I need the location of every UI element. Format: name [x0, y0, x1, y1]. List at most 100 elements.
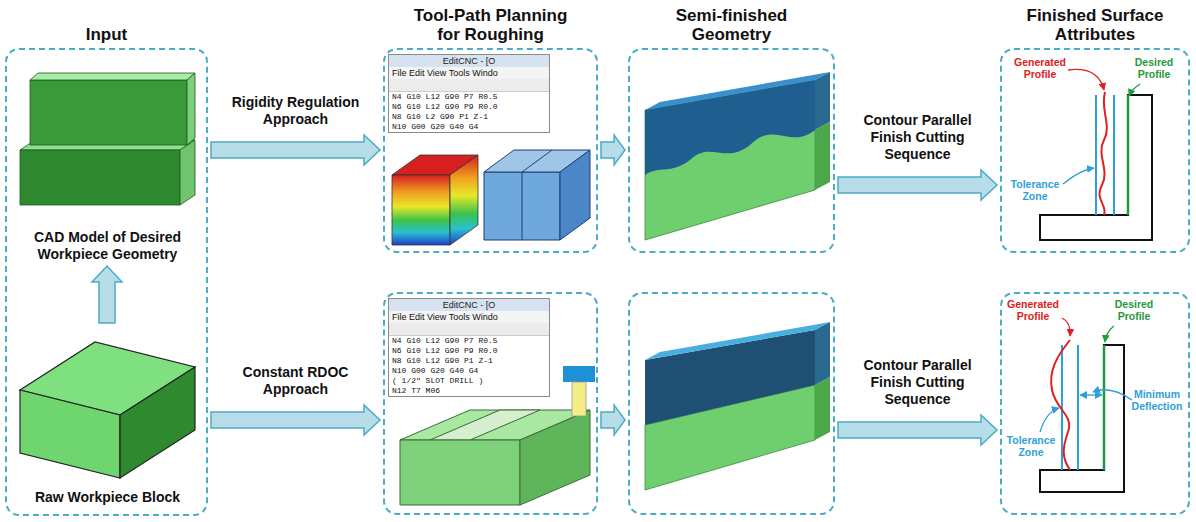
base-side — [180, 140, 195, 205]
dashed-group-box: InputCAD Model of Desired Workpiece Geom… — [5, 48, 208, 516]
leader-arrow — [1093, 390, 1132, 400]
profile-bottom — [1040, 318, 1132, 492]
block-arrow — [838, 170, 997, 200]
tolerance-line — [1077, 345, 1079, 470]
code-line: N10 G00 G20 G40 G4 — [389, 122, 549, 132]
deflection-arrow — [1080, 394, 1102, 395]
slab-end-upper — [815, 72, 830, 130]
slot-side — [520, 410, 590, 505]
desired-line — [1127, 95, 1130, 215]
column-heading: Tool-Path Planning for Roughing — [403, 6, 578, 44]
wall-side — [187, 73, 195, 145]
desired-line — [1103, 345, 1106, 470]
arrow-label: Contour Parallel Finish Cutting Sequence — [848, 112, 988, 163]
wall-front — [30, 80, 187, 145]
annotation-label: Generated Profile — [1002, 298, 1064, 322]
dashed-group-box: EditCNC - [OFile Edit View Tools WindoN4… — [383, 292, 598, 515]
annotation-label: Desired Profile — [1104, 298, 1164, 322]
tolerance-line — [1113, 95, 1115, 215]
code-editor-window: EditCNC - [OFile Edit View Tools WindoN4… — [388, 54, 550, 133]
annotation-label: Generated Profile — [1008, 56, 1072, 80]
tool-shank — [572, 382, 586, 416]
block-arrow — [601, 405, 625, 435]
dashed-group-box: Tool-Path Planning for RoughingEditCNC -… — [383, 48, 598, 253]
leader-arrow — [1062, 318, 1070, 336]
part-front — [484, 172, 560, 240]
fea-front — [392, 175, 450, 245]
part-step — [522, 150, 552, 172]
code-line: N6 G10 L12 G90 P9 R0.0 — [389, 346, 549, 356]
generated-line — [1051, 340, 1070, 470]
semi-finished-even — [645, 322, 830, 490]
code-line: N4 G10 L12 G90 P7 R0.5 — [389, 92, 549, 102]
annotation-label: Desired Profile — [1124, 56, 1184, 80]
block-arrow — [92, 266, 122, 323]
window-title: EditCNC - [O — [389, 55, 549, 67]
figure-caption: CAD Model of Desired Workpiece Geometry — [15, 229, 200, 263]
block-arrow — [211, 405, 380, 435]
slot-front — [400, 440, 520, 505]
figure-with-caption: CAD Model of Desired Workpiece Geometry — [15, 58, 200, 263]
slot-groove — [430, 410, 540, 440]
dashed-group-box — [628, 292, 835, 515]
leader-arrow — [1040, 408, 1059, 432]
arrow-label: Rigidity Regulation Approach — [221, 94, 371, 128]
arrow-label: Constant RDOC Approach — [221, 364, 371, 398]
slab-top — [645, 322, 830, 360]
part-model — [484, 150, 590, 240]
slab-end-lower — [815, 377, 830, 440]
block-side — [120, 367, 195, 478]
code-line: N4 G10 L12 G90 P7 R0.5 — [389, 336, 549, 346]
semi-finished-wavy — [645, 72, 830, 240]
figure-caption: Raw Workpiece Block — [15, 489, 200, 506]
arrow-label: Contour Parallel Finish Cutting Sequence — [848, 357, 988, 408]
block-front — [20, 390, 120, 478]
slab-end-lower — [815, 122, 830, 190]
part-side — [560, 150, 590, 240]
base-front — [20, 150, 180, 205]
block-arrow — [601, 135, 625, 165]
part-step — [522, 172, 523, 240]
figure-with-caption: Raw Workpiece Block — [15, 326, 200, 506]
toolbar — [389, 79, 549, 92]
annotation-label: Tolerance Zone — [1004, 178, 1066, 202]
leader-arrow — [1068, 69, 1104, 90]
menu-bar: File Edit View Tools Windo — [389, 67, 549, 79]
part-outline — [1040, 95, 1152, 240]
fea-side — [450, 155, 478, 245]
leader-arrow — [1063, 168, 1094, 184]
block-arrow — [211, 135, 380, 165]
toolbar — [389, 323, 549, 336]
slab-top — [645, 72, 830, 110]
window-title: EditCNC - [O — [389, 299, 549, 311]
profile-top — [1040, 69, 1152, 240]
slab-end-upper — [815, 322, 830, 385]
annotation-label: Minimum Deflection — [1126, 388, 1188, 412]
code-editor-window: EditCNC - [OFile Edit View Tools WindoN4… — [388, 298, 550, 397]
column-heading: Semi-finished Geometry — [662, 6, 802, 44]
slot-model — [400, 410, 590, 505]
leader-arrow — [1105, 326, 1114, 342]
fea-model — [392, 155, 478, 245]
code-line: N10 G00 G20 G40 G4 — [389, 366, 549, 376]
cad-model — [20, 73, 195, 205]
code-line: N6 G10 L12 G90 P9 R0.0 — [389, 102, 549, 112]
leader-arrow — [1129, 84, 1140, 96]
code-line: N8 G10 L12 G90 P1 Z-1 — [389, 356, 549, 366]
generated-line — [1099, 92, 1106, 215]
wall-top — [30, 73, 195, 80]
code-line: N12 T7 M06 — [389, 386, 549, 396]
column-heading: Input — [47, 25, 167, 44]
dashed-group-box: Semi-finished Geometry — [628, 48, 835, 253]
annotation-label: Tolerance Zone — [1001, 434, 1061, 458]
code-line: N8 G10 L2 G90 P1 Z-1 — [389, 112, 549, 122]
block-arrow — [838, 415, 997, 445]
raw-block — [20, 342, 195, 478]
column-heading: Finished Surface Attributes — [1010, 6, 1180, 44]
tool-holder — [563, 366, 595, 382]
code-line: ( 1/2" SLOT DRILL ) — [389, 376, 549, 386]
cutting-tool — [563, 366, 595, 416]
tolerance-line — [1095, 95, 1097, 215]
menu-bar: File Edit View Tools Windo — [389, 311, 549, 323]
